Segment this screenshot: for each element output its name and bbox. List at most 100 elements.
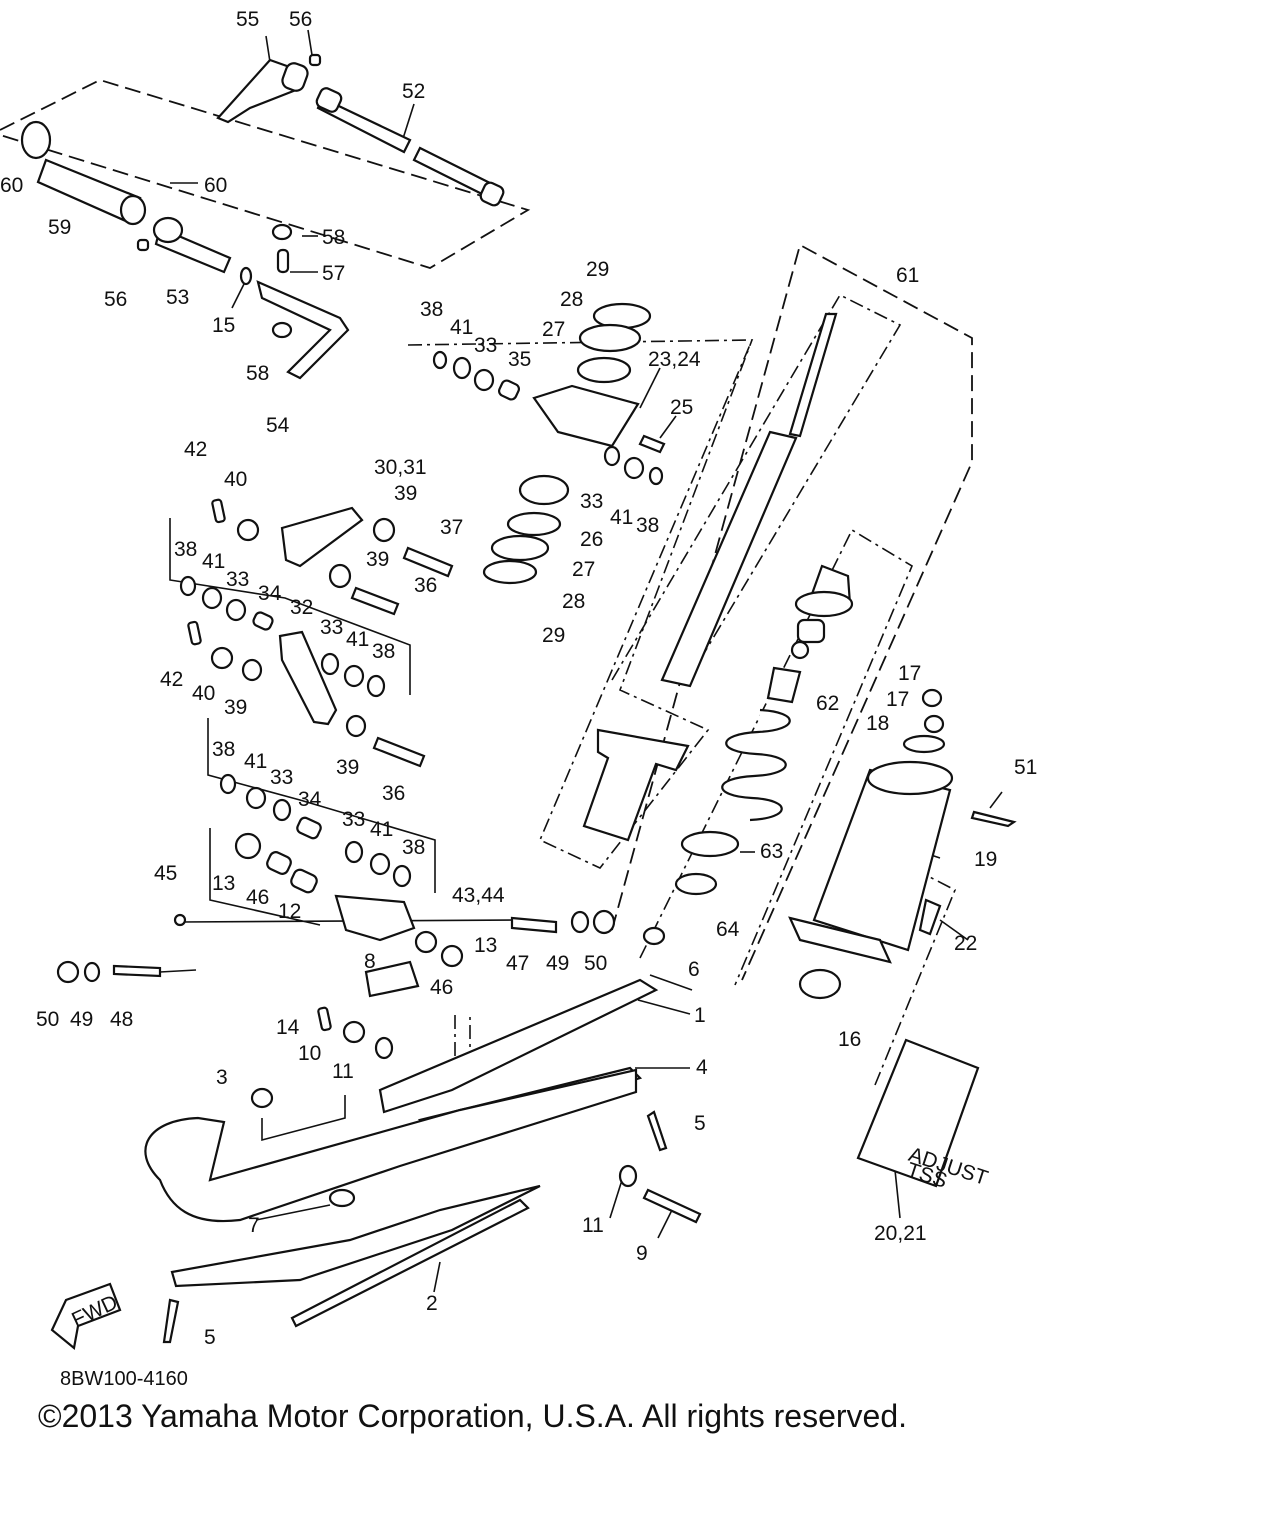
callout-39a: 39 [394,482,417,505]
callout-38b: 38 [636,514,659,537]
upper-link [280,506,364,568]
callout-51: 51 [1014,756,1037,779]
callout-27b: 27 [572,558,595,581]
damper-body [660,430,798,688]
callout-34b: 34 [298,788,322,811]
callout-33c: 33 [226,568,249,591]
lower-arm [256,280,350,380]
callout-57: 57 [322,262,345,285]
callout-50a: 50 [584,952,607,975]
callout-25: 25 [670,396,693,419]
callout-33e: 33 [270,766,293,789]
callout-3: 3 [216,1066,228,1089]
outline-damper-kit [611,243,973,981]
callout-13a: 13 [212,872,235,895]
callout-34a: 34 [258,582,282,605]
outline-shock [639,528,914,986]
outline-strut [407,339,754,869]
callout-15: 15 [212,314,235,337]
callout-55: 55 [236,8,259,31]
callout-10: 10 [298,1042,321,1065]
callout-48: 48 [110,1008,133,1031]
ski-frame [378,978,659,1114]
callout-5b: 5 [204,1326,216,1349]
callout-5a: 5 [694,1112,706,1135]
callout-49b: 49 [70,1008,93,1031]
callout-22: 22 [954,932,977,955]
callout-38c: 38 [174,538,197,561]
callout-35: 35 [508,348,531,371]
callout-56b: 56 [104,288,127,311]
callout-62: 62 [816,692,839,715]
callout-37: 37 [440,516,463,539]
callout-60b: 60 [204,174,227,197]
callout-39b: 39 [366,548,389,571]
callout-38a: 38 [420,298,443,321]
callout-46a: 46 [246,886,269,909]
ski-body [144,1068,638,1223]
diagram-code: 8BW100-4160 [60,1368,188,1390]
callout-59: 59 [48,216,71,239]
callout-53: 53 [166,286,189,309]
callout-19: 19 [974,848,997,871]
callout-58a: 58 [322,226,345,249]
fwd-arrow-badge [50,1282,122,1351]
callout-41b: 41 [610,506,633,529]
outline-bracket-middle [207,718,436,893]
outline-steering-shaft [0,79,531,269]
callout-63: 63 [760,840,783,863]
leader-lines [159,29,1003,1293]
outline-spring [611,293,902,681]
callout-30-31: 30,31 [374,456,427,479]
callout-33a: 33 [474,334,497,357]
callout-60a: 60 [0,174,23,197]
callout-7: 7 [248,1214,260,1237]
callout-29b: 29 [542,624,565,647]
copyright-notice: ©2013 Yamaha Motor Corporation, U.S.A. A… [38,1398,908,1434]
callout-13b: 13 [474,934,497,957]
callout-43-44: 43,44 [452,884,505,907]
callout-16: 16 [838,1028,861,1051]
callout-14: 14 [276,1016,300,1039]
callout-64: 64 [716,918,740,941]
callout-12: 12 [278,900,301,923]
outline-ski-frame [454,1015,471,1061]
callout-45: 45 [154,862,177,885]
callout-47: 47 [506,952,529,975]
callout-11b: 11 [582,1214,604,1237]
callout-41f: 41 [370,818,393,841]
callout-18: 18 [866,712,889,735]
outline-bracket-upper [169,518,411,695]
callout-49a: 49 [546,952,569,975]
callout-32: 32 [290,596,313,619]
callout-56: 56 [289,8,312,31]
callout-28a: 28 [560,288,583,311]
callout-42a: 42 [184,438,207,461]
steering-knuckle [334,894,416,942]
callout-33b: 33 [580,490,603,513]
callout-27a: 27 [542,318,565,341]
callout-28b: 28 [562,590,585,613]
callout-54: 54 [266,414,290,437]
callout-36a: 36 [414,574,437,597]
callout-41e: 41 [244,750,267,773]
callout-40b: 40 [192,682,215,705]
callout-23-24: 23,24 [648,348,701,371]
callout-33f: 33 [342,808,365,831]
callout-1: 1 [694,1004,706,1027]
group-outlines [0,79,973,1142]
callout-29a: 29 [586,258,609,281]
callout-41d: 41 [346,628,369,651]
link-arm [278,630,338,726]
callout-40a: 40 [224,468,247,491]
callout-61: 61 [896,264,919,287]
callout-39d: 39 [336,756,359,779]
callout-38d: 38 [372,640,395,663]
outline-ski-mount [261,1095,346,1142]
coil-spring [721,708,791,822]
callout-41a: 41 [450,316,473,339]
callout-4: 4 [696,1056,708,1079]
upper-mount [532,384,640,448]
callout-36b: 36 [382,782,405,805]
